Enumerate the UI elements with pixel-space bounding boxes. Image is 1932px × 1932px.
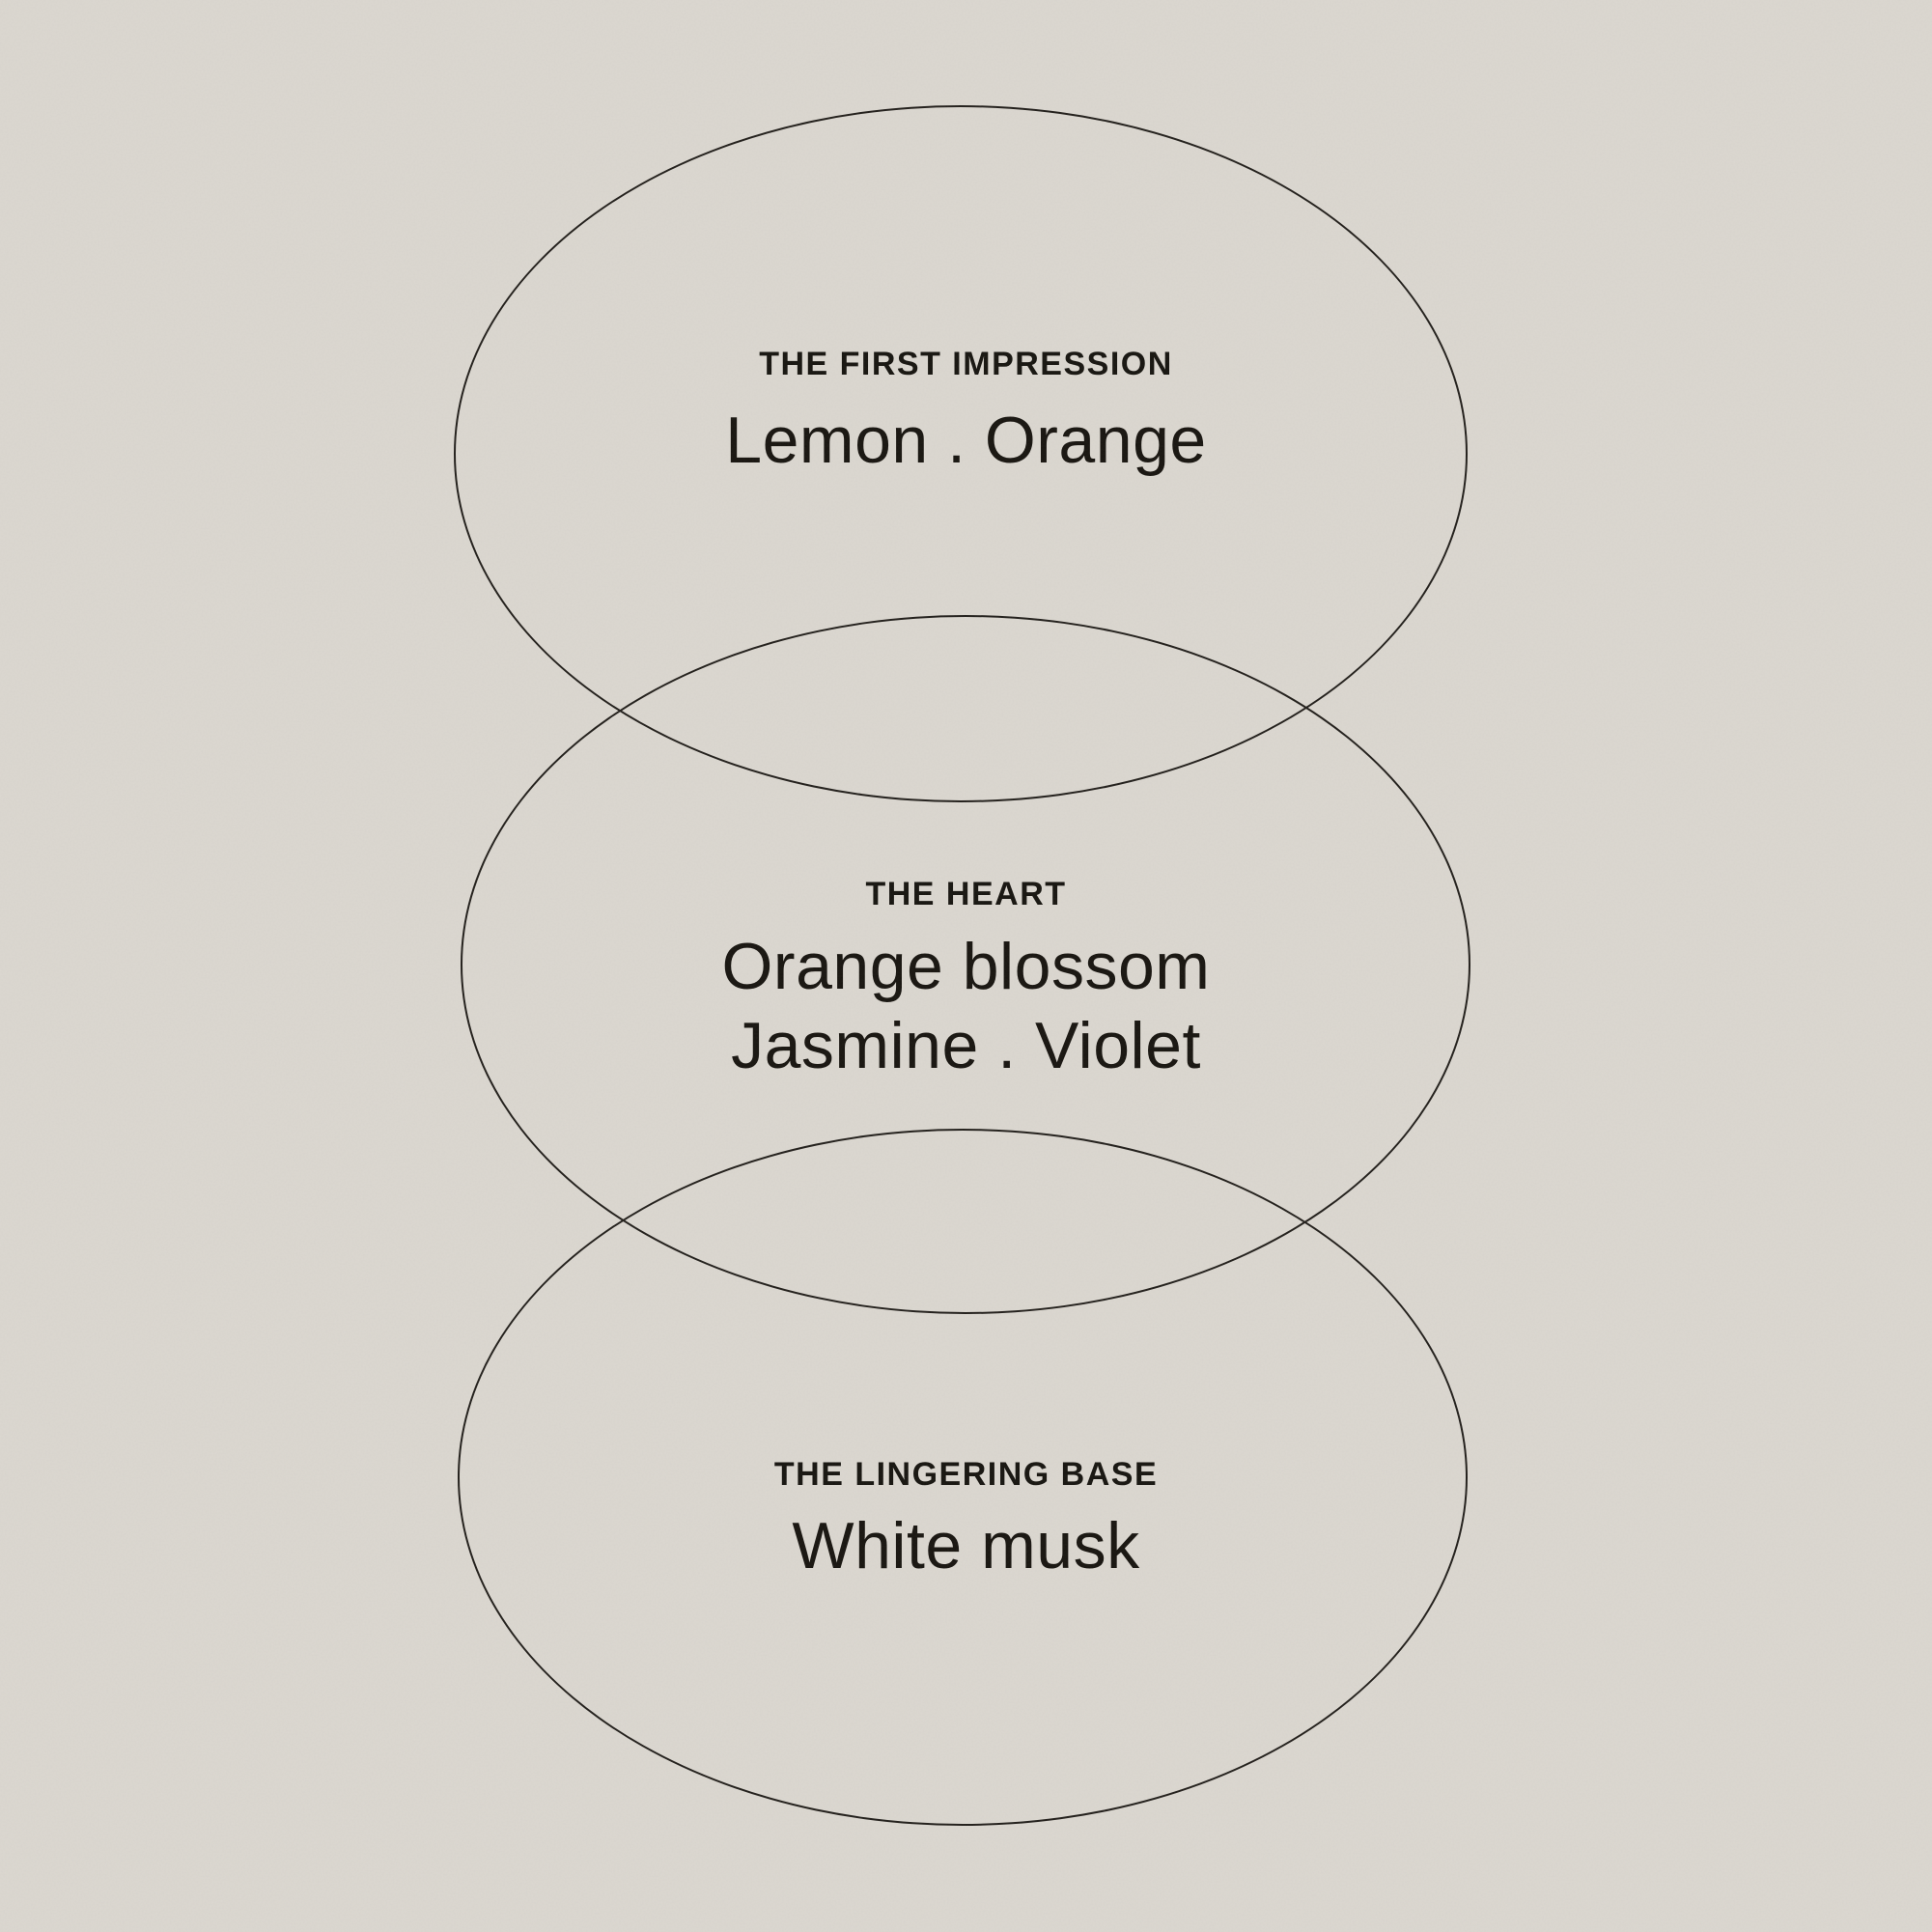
- top-notes-label: THE FIRST IMPRESSION: [759, 346, 1173, 382]
- top-notes-text: Lemon . Orange: [725, 404, 1207, 477]
- heart-notes-text-line2: Jasmine . Violet: [731, 1009, 1201, 1082]
- base-notes-text: White musk: [792, 1509, 1140, 1582]
- base-notes-label: THE LINGERING BASE: [773, 1456, 1159, 1493]
- heart-notes-label: THE HEART: [865, 876, 1067, 912]
- heart-notes-text-line1: Orange blossom: [721, 930, 1211, 1003]
